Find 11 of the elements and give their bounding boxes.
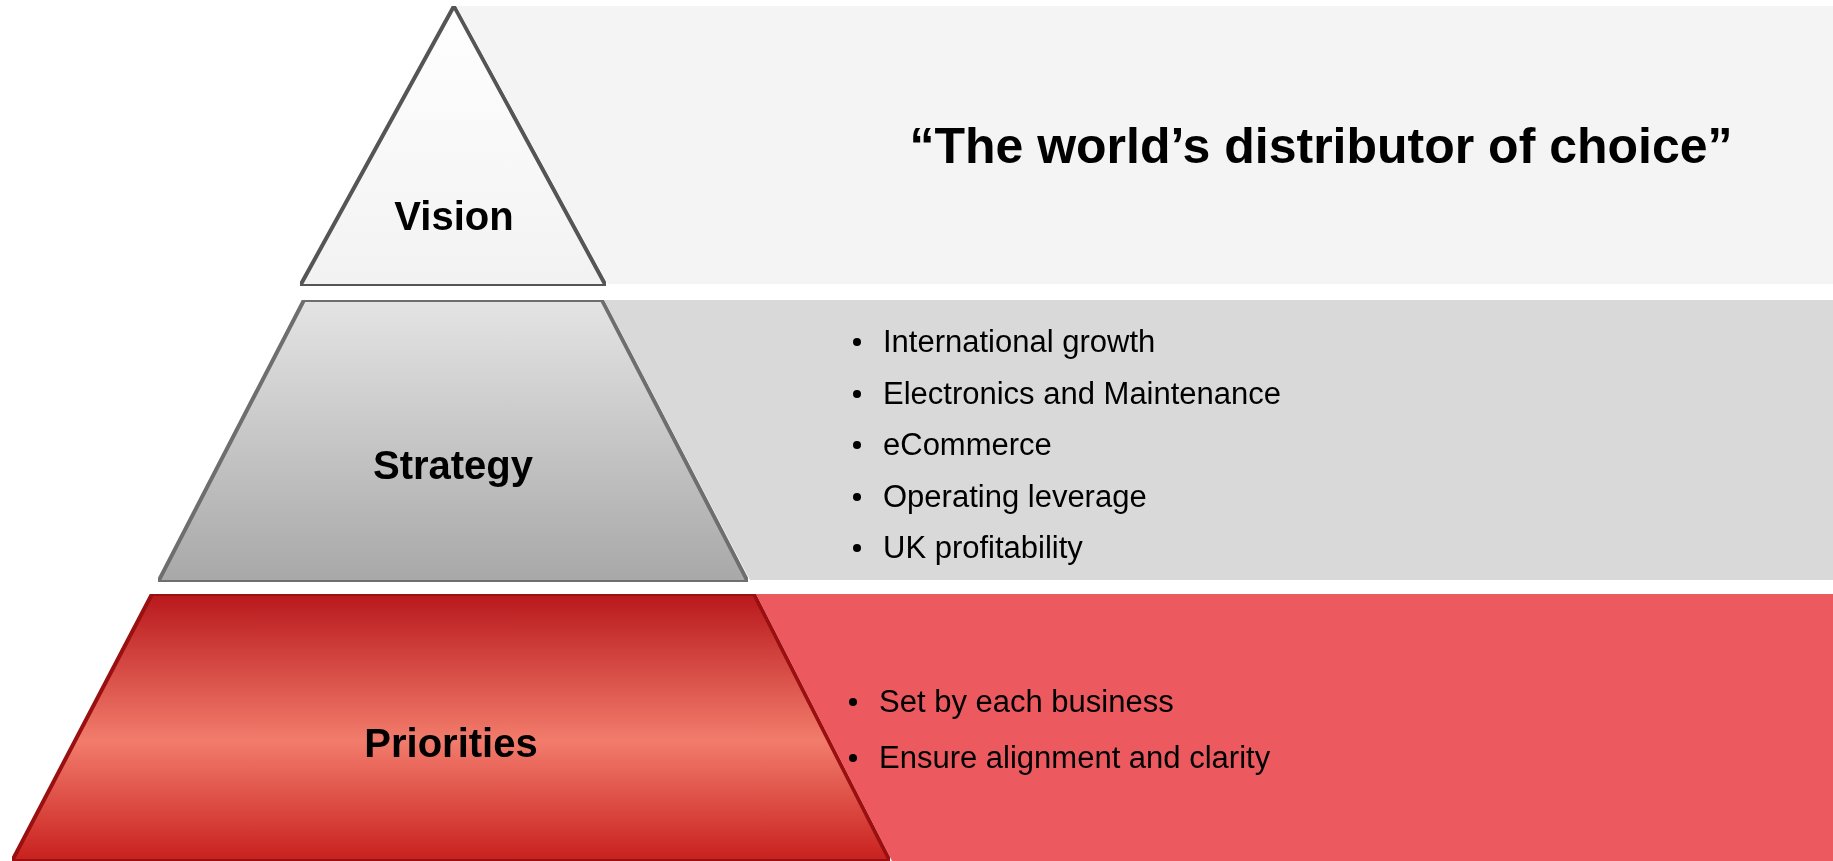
bullet-item: Operating leverage [883, 480, 1147, 512]
vision-statement: “The world’s distributor of choice” [909, 117, 1733, 175]
bullet-item: UK profitability [883, 532, 1083, 563]
tier-label: Priorities [364, 720, 538, 766]
bullet-item: Set by each business [879, 686, 1174, 717]
tier-label: Strategy [372, 442, 534, 488]
bullet-item: Ensure alignment and clarity [879, 742, 1271, 773]
bullet-item: eCommerce [883, 429, 1052, 460]
bullet-item: Electronics and Maintenance [883, 377, 1282, 409]
bullet-item: International growth [883, 326, 1156, 357]
tier-label: Vision [394, 193, 514, 239]
